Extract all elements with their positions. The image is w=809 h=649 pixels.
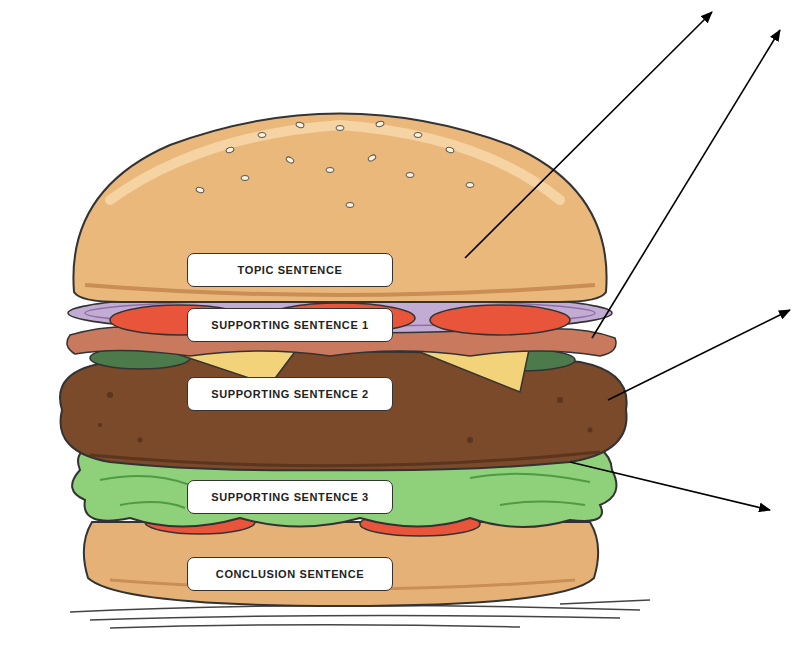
leader-arrow (570, 462, 770, 510)
label-box: CONCLUSION SENTENCE (187, 557, 393, 591)
top-bun (73, 114, 606, 303)
bun-highlight (110, 125, 560, 200)
label-box: SUPPORTING SENTENCE 3 (187, 480, 393, 514)
leader-arrow (608, 310, 790, 400)
bottom-bun (84, 522, 598, 606)
label-box: SUPPORTING SENTENCE 1 (187, 308, 393, 342)
leader-arrow (592, 30, 780, 338)
leader-arrows (465, 12, 790, 510)
label-text: SUPPORTING SENTENCE 3 (211, 491, 368, 503)
sesame-seeds (195, 121, 474, 208)
leader-arrow (465, 12, 712, 258)
label-text: TOPIC SENTENCE (238, 264, 343, 276)
tomato-slice (430, 305, 570, 335)
label-box: SUPPORTING SENTENCE 2 (187, 377, 393, 411)
label-text: SUPPORTING SENTENCE 2 (211, 388, 368, 400)
label-box: TOPIC SENTENCE (187, 253, 393, 287)
patty-shade (90, 452, 600, 466)
label-text: SUPPORTING SENTENCE 1 (211, 319, 368, 331)
label-text: CONCLUSION SENTENCE (216, 568, 364, 580)
